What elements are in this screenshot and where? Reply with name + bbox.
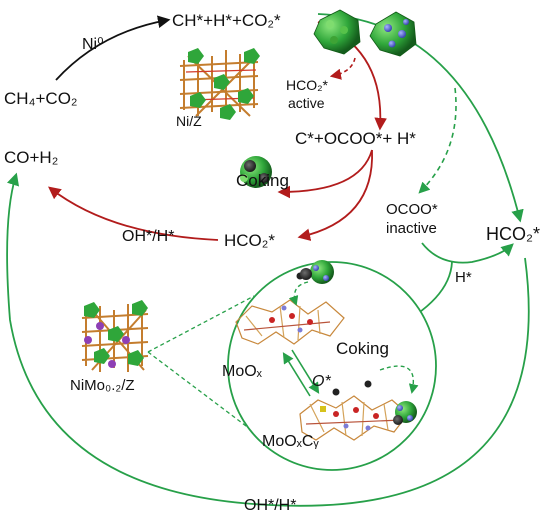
label-coking-top: Coking	[236, 171, 289, 190]
ni-z-zeolite-framework	[179, 48, 260, 120]
label-ocoo-inactive: inactive	[386, 220, 437, 237]
label-hco2-mid: HCO₂*	[224, 231, 275, 250]
inner-dashed-loop-top	[288, 281, 309, 306]
label-ni-z: Ni/Z	[176, 113, 202, 129]
red-path-to-hco2-mid	[297, 149, 373, 241]
ni0-activation-arrow	[55, 15, 171, 81]
inner-dashed-loop-right	[379, 365, 419, 394]
red-dashed-to-hco2-active	[329, 57, 356, 80]
red-path-to-coking	[277, 149, 373, 199]
label-hco2-active-species: HCO₂*	[286, 77, 329, 93]
label-ch4-co2: CH₄+CO₂	[4, 89, 78, 108]
label-co-h2: CO+H₂	[4, 148, 58, 167]
label-o-star: O*	[312, 373, 331, 390]
green-dashed-to-ocoo	[418, 87, 457, 194]
label-nimo-z: NiMo₀.₂/Z	[70, 377, 135, 394]
label-oh-h-bottom: OH*/H*	[244, 497, 296, 514]
label-hco2-right: HCO₂*	[486, 224, 540, 244]
nimo-nanoparticle-mixed	[369, 11, 417, 57]
carbon-atom	[364, 380, 372, 388]
ni-nanoparticle-green	[313, 9, 361, 55]
label-ch-h-co2: CH*+H*+CO₂*	[172, 11, 281, 30]
label-moox: MoOₓ	[222, 363, 263, 380]
nimo-z-zeolite-framework	[81, 300, 149, 372]
moox-structure	[235, 299, 345, 345]
coked-nanoparticle	[240, 156, 272, 188]
label-h-star: H*	[455, 269, 472, 286]
label-coking-inner: Coking	[336, 339, 389, 358]
zoom-circle	[227, 261, 437, 471]
label-ocoo-species: OCOO*	[386, 201, 438, 218]
nanoparticle-with-coke-top	[300, 260, 334, 284]
moox-mooxcy-arrow-up	[282, 352, 311, 397]
moox-mooxcy-arrow-down	[291, 349, 320, 394]
carbon-atom	[332, 388, 340, 396]
label-oh-h-left: OH*/H*	[122, 228, 174, 245]
zoom-line-bottom	[147, 351, 255, 433]
label-c-ocoo-h: C*+OCOO*+ H*	[295, 129, 416, 148]
green-path-ocoo-to-hco2	[421, 242, 514, 264]
green-path-big-loop	[6, 172, 530, 507]
red-path-to-co-h2	[48, 186, 219, 241]
nanoparticle-with-coke-right	[393, 401, 417, 425]
zoom-line-top	[147, 295, 255, 353]
label-mooxcy: MoOₓCᵧ	[262, 433, 319, 450]
label-ni0: Ni⁰	[82, 36, 104, 53]
label-hco2-active-word: active	[288, 95, 325, 111]
